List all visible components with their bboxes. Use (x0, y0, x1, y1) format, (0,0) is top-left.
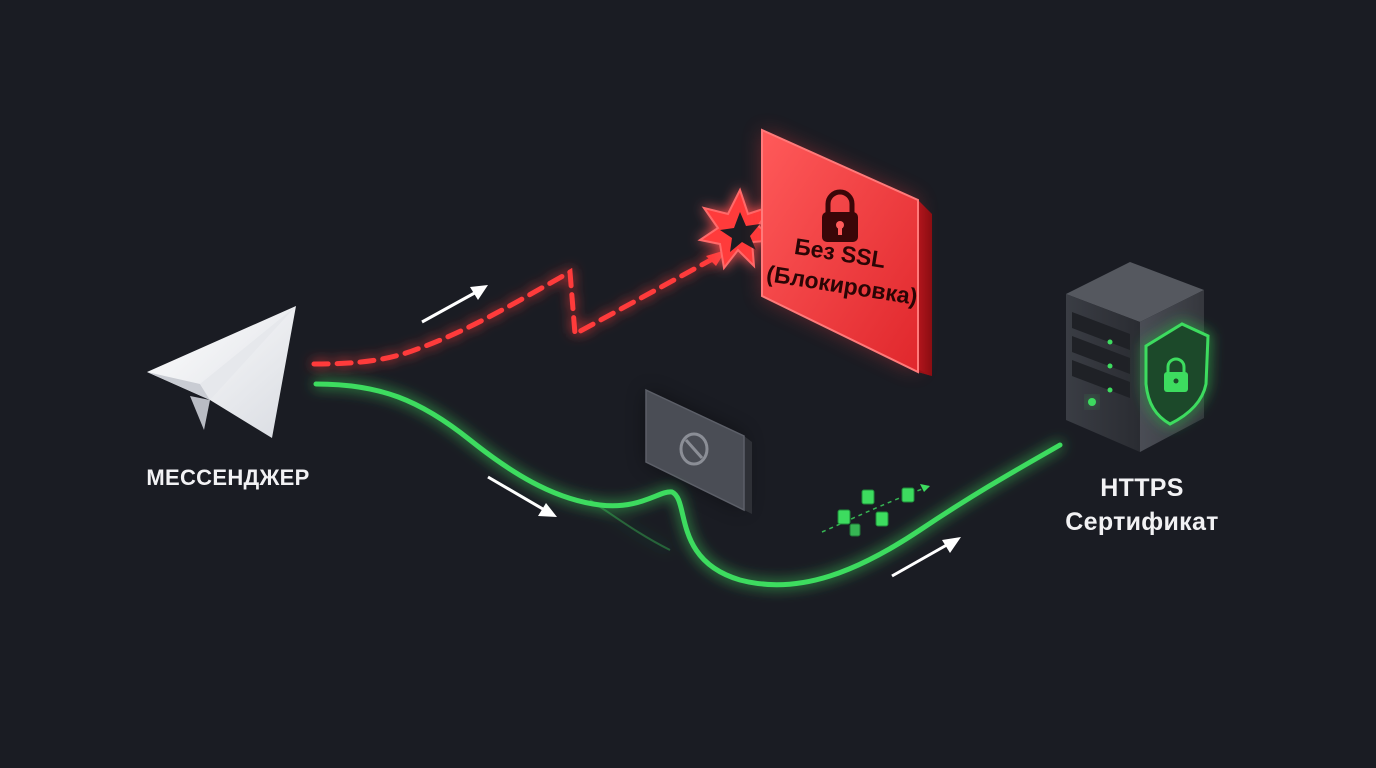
blocked-connection-path (311, 250, 726, 367)
data-packet-icon (821, 484, 931, 537)
messenger-label: МЕССЕНДЖЕР (146, 465, 310, 490)
blocked-ssl-card (761, 128, 932, 376)
direction-arrow (487, 475, 557, 517)
direction-arrow (421, 285, 488, 324)
secure-connection-path (313, 381, 1063, 588)
server-label-protocol: HTTPS (1100, 474, 1184, 502)
lock-icon (822, 189, 858, 242)
shield-lock-icon (1144, 322, 1210, 426)
server-label-certificate: Сертификат (1065, 508, 1219, 536)
direction-arrow (891, 537, 961, 578)
telegram-plane-icon[interactable] (147, 306, 296, 438)
block-sign-icon (645, 388, 752, 514)
